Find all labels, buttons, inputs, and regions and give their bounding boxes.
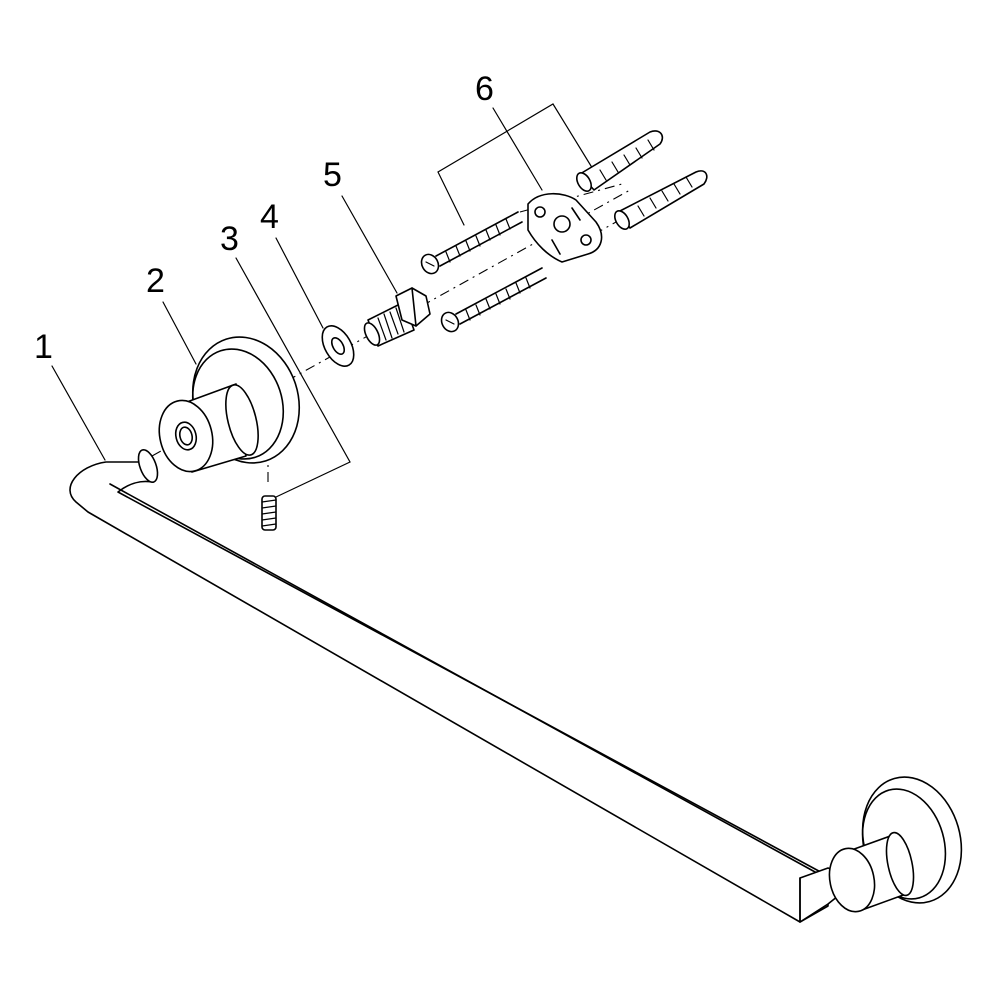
upper-wall-plug bbox=[575, 130, 664, 192]
callout-3: 3 bbox=[220, 220, 239, 258]
mounting-plate bbox=[527, 192, 603, 263]
callout-5: 5 bbox=[323, 156, 342, 194]
wall-post-assembled bbox=[828, 776, 963, 913]
callout-4: 4 bbox=[260, 198, 279, 236]
threaded-nipple bbox=[363, 287, 431, 347]
washer bbox=[321, 325, 355, 367]
callout-2: 2 bbox=[146, 262, 165, 300]
leader-lines bbox=[51, 103, 600, 498]
lower-wall-plug bbox=[613, 170, 708, 230]
upper-screw bbox=[420, 211, 523, 275]
grub-screw bbox=[261, 495, 277, 531]
wall-post bbox=[158, 336, 301, 473]
towel-bar bbox=[69, 448, 859, 923]
lower-screw bbox=[440, 267, 547, 333]
mounting-set bbox=[420, 130, 708, 333]
callout-6: 6 bbox=[475, 70, 494, 108]
callout-1: 1 bbox=[34, 328, 53, 366]
